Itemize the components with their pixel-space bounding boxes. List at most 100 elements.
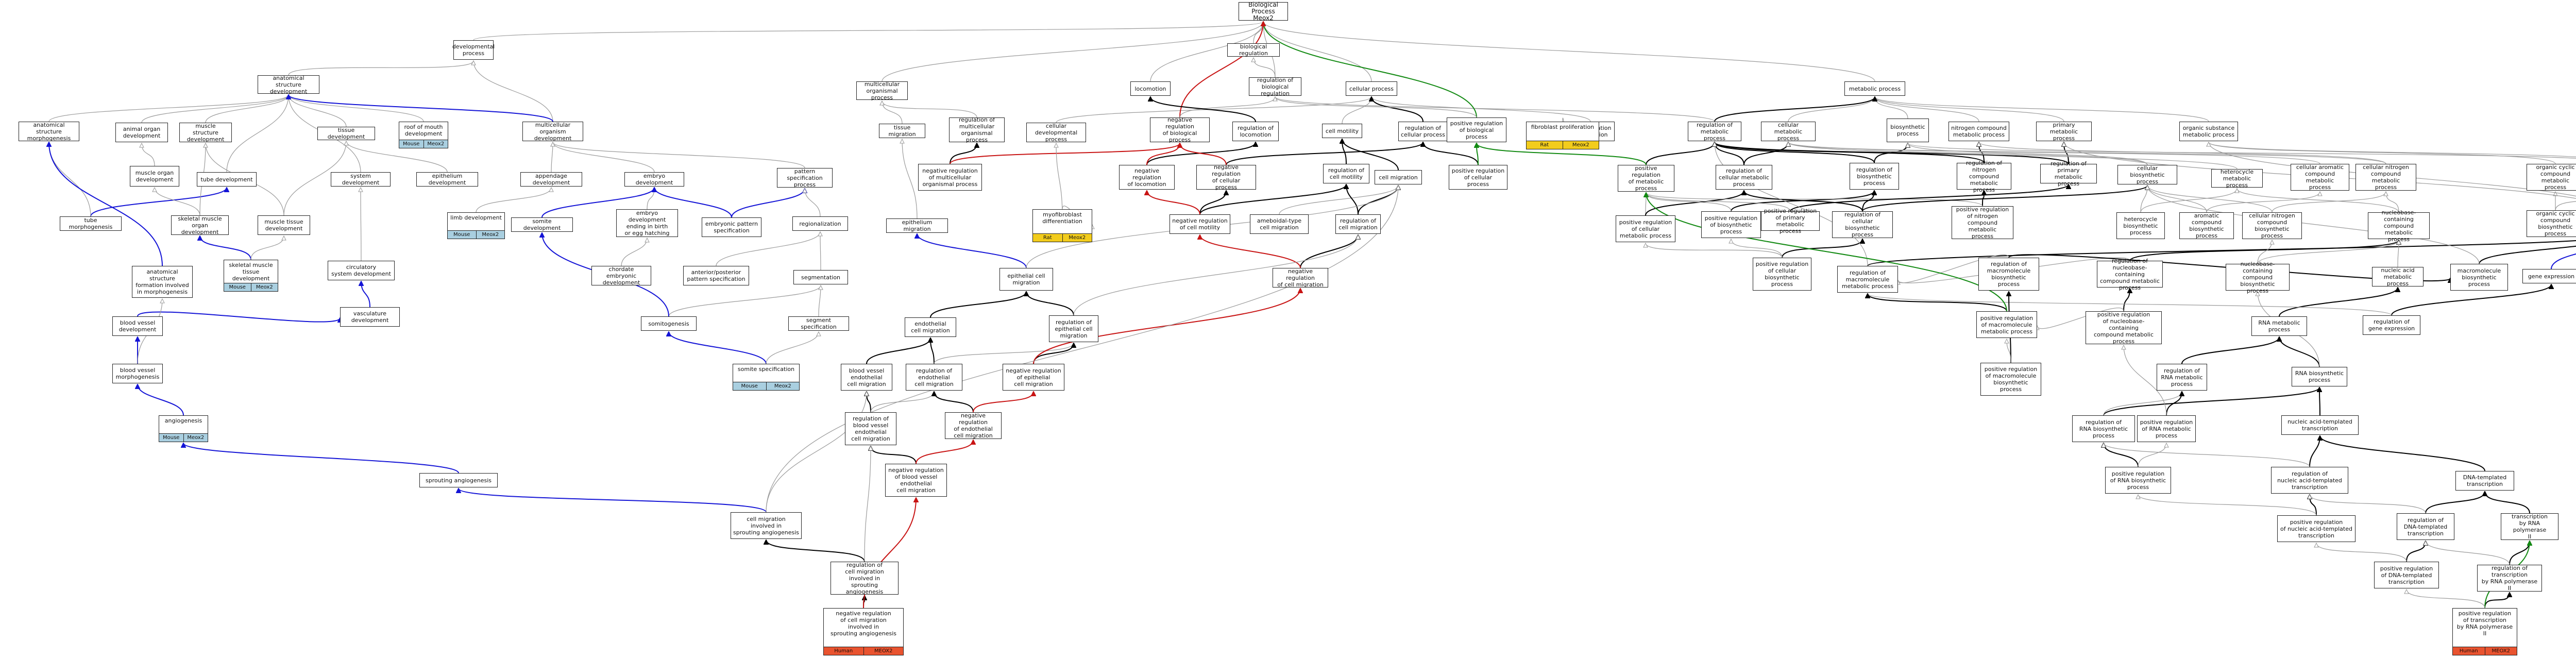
go-term-rrnamp[interactable]: regulation of RNA metabolic process <box>2157 364 2207 391</box>
go-term-mp[interactable]: metabolic process <box>1844 81 1905 96</box>
go-term-nrmop[interactable]: negative regulation of multicellular org… <box>918 164 982 191</box>
go-term-nrec[interactable]: negative regulation of epithelial cell m… <box>1003 364 1064 391</box>
go-term-rrnabsp[interactable]: regulation of RNA biosynthetic process <box>2072 415 2135 442</box>
go-term-rnatt[interactable]: regulation of nucleic acid-templated tra… <box>2271 467 2348 494</box>
go-term-ncmp[interactable]: nucleobase-containing compound metabolic… <box>2368 209 2430 243</box>
go-term-eps[interactable]: embryonic pattern specification <box>702 217 761 237</box>
go-term-rbr[interactable]: regulation of biological regulation <box>1249 77 1301 97</box>
go-term-prncmp[interactable]: positive regulation of nitrogen compound… <box>1952 206 2013 240</box>
go-term-tm[interactable]: tube morphogenesis <box>60 216 122 231</box>
go-term-somi[interactable]: somitogenesis <box>641 316 697 331</box>
go-term-rcbsp[interactable]: regulation of cellular biosynthetic proc… <box>1832 211 1893 238</box>
go-term-bsp[interactable]: biosynthetic process <box>1887 119 1929 142</box>
go-term-asd[interactable]: anatomical structure development <box>258 75 319 95</box>
go-term-segm[interactable]: segmentation <box>793 270 848 284</box>
go-term-edeh[interactable]: embryo development ending in birth or eg… <box>616 209 678 237</box>
go-term-rnamp[interactable]: RNA metabolic process <box>2251 316 2307 336</box>
go-term-nrcm[interactable]: negative regulation of cell motility <box>1170 214 1230 234</box>
go-term-rpmp[interactable]: regulation of primary metabolic process <box>2040 160 2097 187</box>
go-term-prrnamp[interactable]: positive regulation of RNA metabolic pro… <box>2137 415 2196 442</box>
go-term-loc[interactable]: locomotion <box>1130 81 1171 96</box>
go-term-prrnabsp[interactable]: positive regulation of RNA biosynthetic … <box>2105 467 2171 494</box>
go-term-nrbp[interactable]: negative regulation of biological proces… <box>1150 116 1210 143</box>
go-term-rec[interactable]: regulation of epithelial cell migration <box>1049 315 1098 342</box>
go-term-rcmisa[interactable]: regulation of cell migration involved in… <box>831 562 899 595</box>
go-term-csd[interactable]: circulatory system development <box>328 261 395 280</box>
go-term-rdtt[interactable]: regulation of DNA-templated transcriptio… <box>2397 513 2454 540</box>
go-term-rbvec[interactable]: regulation of blood vessel endothelial c… <box>845 412 896 445</box>
go-term-prcp[interactable]: positive regulation of cellular process <box>1449 165 1507 190</box>
go-term-rcp[interactable]: regulation of cellular process <box>1398 122 1448 141</box>
go-term-cp[interactable]: cellular process <box>1346 81 1397 96</box>
go-term-bvec[interactable]: blood vessel endothelial cell migration <box>841 364 892 391</box>
go-term-mod[interactable]: multicellular organism development <box>522 122 583 142</box>
go-term-hbsp[interactable]: heterocycle biosynthetic process <box>2116 212 2165 239</box>
go-term-mod2[interactable]: muscle organ development <box>130 166 179 187</box>
go-term-smod[interactable]: skeletal muscle organ development <box>171 215 229 235</box>
go-term-rendo[interactable]: regulation of endothelial cell migration <box>906 364 962 391</box>
go-term-rmp[interactable]: regulation of metabolic process <box>1688 122 1741 142</box>
go-term-rloc[interactable]: regulation of locomotion <box>1232 122 1279 141</box>
go-term-nammp[interactable]: nucleic acid metabolic process <box>2372 267 2424 287</box>
go-term-nrcp[interactable]: negative regulation of cellular process <box>1196 164 1256 191</box>
go-term-occmp[interactable]: organic cyclic compound metabolic proces… <box>2527 164 2576 191</box>
go-term-mtd[interactable]: muscle tissue development <box>258 215 310 235</box>
go-term-occbsp[interactable]: organic cyclic compound biosynthetic pro… <box>2527 210 2576 237</box>
go-term-cbsp[interactable]: cellular biosynthetic process <box>2117 165 2177 185</box>
go-term-prbp[interactable]: positive regulation of biological proces… <box>1447 117 1506 142</box>
go-term-pmp[interactable]: primary metabolic process <box>2036 122 2092 142</box>
go-term-astf[interactable]: anatomical structure formation involved … <box>132 266 193 298</box>
go-term-cncmp[interactable]: cellular nitrogen compound metabolic pro… <box>2355 164 2416 191</box>
go-term-nrcmig[interactable]: negative regulation of cell migration <box>1273 268 1328 288</box>
go-term-ecm[interactable]: epithelial cell migration <box>999 268 1053 291</box>
go-term-somd[interactable]: somite development <box>511 217 573 232</box>
go-term-cmisa[interactable]: cell migration involved in sprouting ang… <box>731 512 802 539</box>
go-term-nrcmisa[interactable]: negative regulation of cell migration in… <box>823 608 904 655</box>
go-term-rge[interactable]: regulation of gene expression <box>2363 315 2420 335</box>
go-term-rmbsp[interactable]: regulation of macromolecule biosynthetic… <box>1978 258 2039 291</box>
go-term-sd[interactable]: system development <box>331 172 391 187</box>
go-term-prmp2[interactable]: positive regulation of cellular metaboli… <box>1616 215 1675 242</box>
go-term-aod[interactable]: animal organ development <box>115 123 168 142</box>
go-term-rbsp[interactable]: regulation of biosynthetic process <box>1850 163 1899 190</box>
go-term-prpmp[interactable]: positive regulation of primary metabolic… <box>1761 208 1820 234</box>
go-term-rcmp[interactable]: regulation of cellular metabolic process <box>1716 165 1772 190</box>
go-term-cmot[interactable]: cell motility <box>1322 124 1362 138</box>
go-term-tpol[interactable]: transcription by RNA polymerase II <box>2501 513 2558 540</box>
go-term-prcbsp[interactable]: positive regulation of cellular biosynth… <box>1753 258 1811 291</box>
go-term-rmop[interactable]: regulation of multicellular organismal p… <box>949 116 1005 143</box>
go-term-reg[interactable]: regionalization <box>792 216 848 231</box>
go-term-rncmp[interactable]: regulation of nitrogen compound metaboli… <box>1957 160 2011 193</box>
go-term-rcmig[interactable]: regulation of cell migration <box>1335 214 1381 234</box>
go-term-cmed[interactable]: chordate embryonic development <box>591 266 651 286</box>
go-term-mmbsp[interactable]: macromolecule biosynthetic process <box>2450 264 2508 291</box>
go-term-prnatt[interactable]: positive regulation of nucleic acid-temp… <box>2277 515 2355 542</box>
go-term-td[interactable]: tissue development <box>317 127 375 140</box>
go-term-prdtt[interactable]: positive regulation of DNA-templated tra… <box>2374 562 2439 588</box>
go-term-prmp[interactable]: positive regulation of metabolic process <box>1618 165 1674 192</box>
go-term-osmp[interactable]: organic substance metabolic process <box>2179 122 2238 141</box>
go-term-bvm[interactable]: blood vessel morphogenesis <box>112 364 163 383</box>
go-term-acbsp[interactable]: aromatic compound biosynthetic process <box>2179 212 2234 239</box>
go-term-em[interactable]: epithelium migration <box>886 218 948 233</box>
go-term-apd[interactable]: appendage development <box>520 172 582 187</box>
go-term-prncmp2[interactable]: positive regulation of nucleobase-contai… <box>2086 311 2162 345</box>
go-term-cdp[interactable]: cellular developmental process <box>1026 123 1086 143</box>
go-term-bvd[interactable]: blood vessel development <box>112 316 163 336</box>
go-term-bp[interactable]: Biological Process Meox2 <box>1239 1 1288 21</box>
go-term-ss[interactable]: segment specification <box>788 316 849 331</box>
go-term-nrendo[interactable]: negative regulation of endothelial cell … <box>945 412 1002 439</box>
go-term-hmp[interactable]: heterocycle metabolic process <box>2211 168 2263 189</box>
go-term-rnabsp[interactable]: RNA biosynthetic process <box>2292 367 2347 386</box>
go-term-prbsp[interactable]: positive regulation of biosynthetic proc… <box>1701 211 1761 238</box>
go-term-ti[interactable]: tissue migration <box>879 124 925 138</box>
go-term-cncbsp[interactable]: cellular nitrogen compound biosynthetic … <box>2242 212 2302 239</box>
go-term-msd[interactable]: muscle structure development <box>179 123 232 143</box>
go-term-rcm[interactable]: regulation of cell motility <box>1323 164 1369 183</box>
go-term-ge[interactable]: gene expression <box>2522 269 2576 283</box>
